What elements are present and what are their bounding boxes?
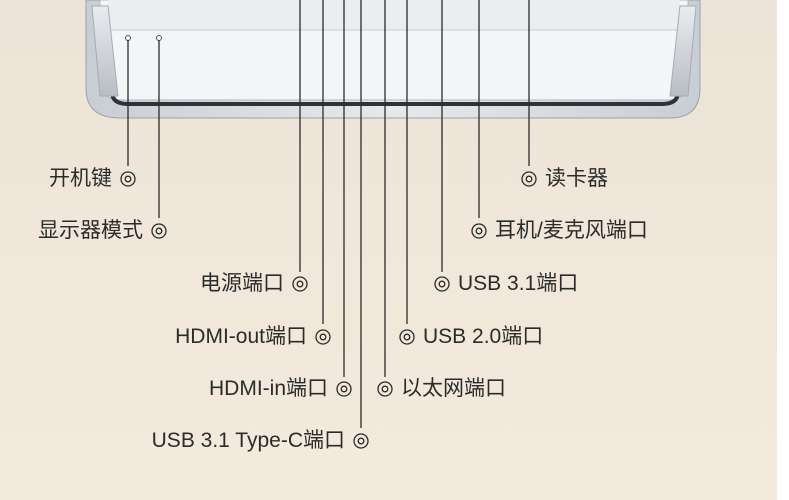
target-icon <box>521 171 537 187</box>
target-icon <box>471 223 487 239</box>
target-icon <box>151 223 167 239</box>
label-usb31: USB 3.1端口 <box>458 272 579 295</box>
target-icon <box>315 329 331 345</box>
label-card-reader: 读卡器 <box>545 167 608 190</box>
target-icon <box>120 171 136 187</box>
target-icon <box>292 276 308 292</box>
target-icon <box>336 381 352 397</box>
label-display-mode: 显示器模式 <box>38 219 143 242</box>
page-edge <box>777 0 789 500</box>
leader-lines <box>127 0 530 428</box>
label-power-port: 电源端口 <box>200 272 284 295</box>
label-hdmi-out: HDMI-out端口 <box>175 325 307 348</box>
label-power-key: 开机键 <box>49 167 112 190</box>
target-icon <box>377 381 393 397</box>
target-icon <box>353 433 369 449</box>
label-usb20: USB 2.0端口 <box>423 325 544 348</box>
label-usb31-typec: USB 3.1 Type-C端口 <box>151 429 345 452</box>
label-headphone-mic: 耳机/麦克风端口 <box>495 219 648 242</box>
label-ethernet: 以太网端口 <box>401 377 506 400</box>
label-hdmi-in: HDMI-in端口 <box>209 377 328 400</box>
monitor-bottom <box>85 0 701 119</box>
target-icon <box>434 276 450 292</box>
target-icon <box>399 329 415 345</box>
